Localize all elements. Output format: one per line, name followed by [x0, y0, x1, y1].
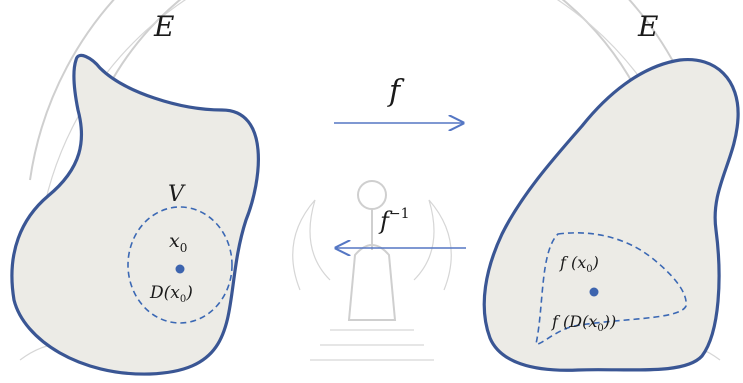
mapping-arrows: f f−1 — [334, 74, 466, 248]
neighborhood-label: V — [168, 182, 186, 207]
forward-map-label: f — [387, 74, 405, 109]
image-point-marker — [590, 288, 599, 297]
left-set: E V x0 D(x0) — [12, 10, 258, 374]
point-x0-marker — [176, 265, 185, 274]
right-set-label: E — [637, 10, 658, 43]
inverse-map-label: f−1 — [378, 206, 410, 235]
right-set: E f (x0) f (D(x0)) — [484, 10, 738, 370]
disc-label: D(x0) — [149, 283, 193, 305]
left-set-region — [12, 55, 258, 374]
image-point-label: f (x0) — [559, 253, 599, 275]
left-set-label: E — [153, 10, 174, 43]
image-disc-label: f (D(x0)) — [551, 312, 616, 334]
